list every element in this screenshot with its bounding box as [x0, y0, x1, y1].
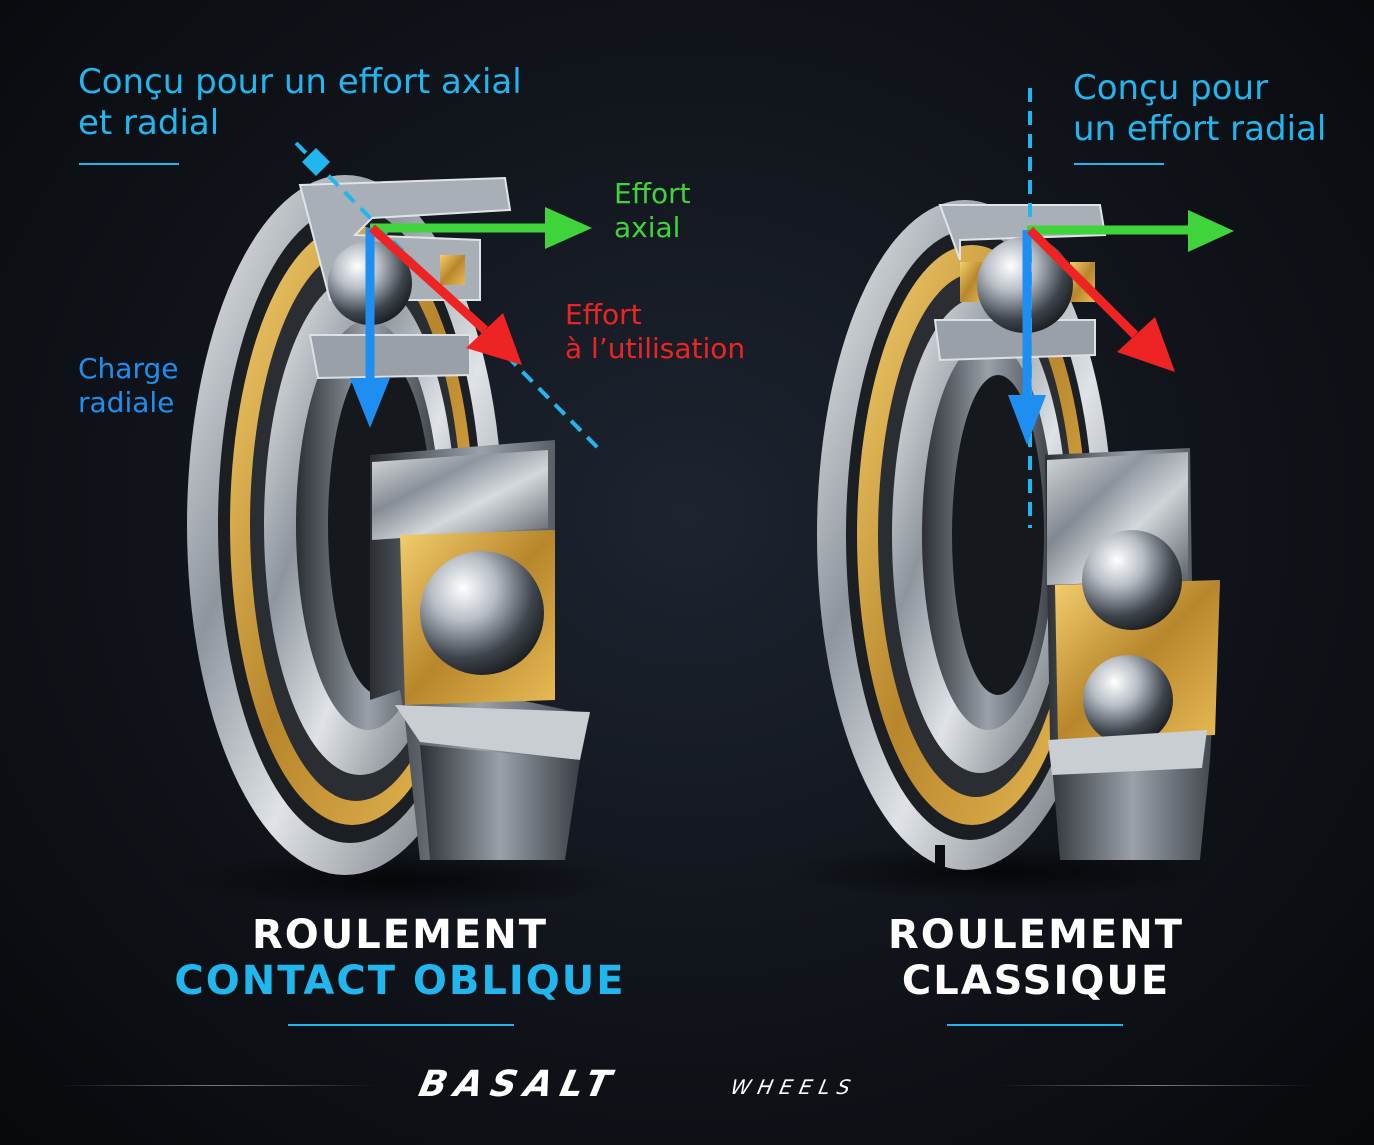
- right-heading: Conçu pour un effort radial: [1073, 68, 1326, 150]
- right-force-arrows: [1008, 88, 1234, 528]
- left-heading-underline: [79, 163, 179, 165]
- right-heading-line-2: un effort radial: [1073, 108, 1327, 149]
- use-force-label-line-1: Effort: [565, 298, 642, 331]
- right-name-underline: [947, 1024, 1123, 1026]
- radial-load-label-line-2: radiale: [78, 385, 175, 419]
- right-bearing: [780, 200, 1220, 900]
- right-axial-arrowhead: [1188, 210, 1234, 252]
- left-heading-line-1: Conçu pour un effort axial: [78, 62, 522, 102]
- right-heading-line-1: Conçu pour: [1073, 68, 1269, 108]
- use-force-label: Effort à l’utilisation: [565, 298, 745, 365]
- left-bearing-name: ROULEMENT CONTACT OBLIQUE: [150, 912, 650, 1004]
- left-radial-arrowhead: [350, 378, 390, 428]
- left-use-arrowhead: [466, 313, 522, 365]
- right-bearing-name-line-2: CLASSIQUE: [901, 958, 1171, 1004]
- left-bearing: [170, 175, 630, 910]
- radial-load-label-line-1: Charge: [78, 352, 179, 385]
- axial-force-label: Effort axial: [614, 177, 691, 244]
- left-force-arrows: [294, 141, 600, 450]
- logo-main-text: BASALT: [418, 1064, 623, 1104]
- left-name-underline: [288, 1024, 514, 1026]
- right-bottom-ball-2: [1083, 655, 1173, 745]
- radial-load-label: Charge radiale: [78, 352, 178, 419]
- right-bearing-name: ROULEMENT CLASSIQUE: [836, 912, 1236, 1004]
- left-bearing-name-line-2: CONTACT OBLIQUE: [174, 958, 626, 1004]
- right-heading-underline: [1074, 163, 1164, 165]
- right-radial-arrowhead: [1008, 395, 1046, 445]
- use-force-label-line-2: à l’utilisation: [565, 331, 746, 365]
- left-axial-arrowhead: [545, 207, 592, 249]
- left-bearing-name-line-1: ROULEMENT: [252, 912, 548, 958]
- left-heading: Conçu pour un effort axial et radial: [78, 62, 522, 144]
- left-contact-marker: [302, 148, 330, 176]
- right-bearing-name-line-1: ROULEMENT: [888, 912, 1184, 958]
- right-bottom-ball-1: [1082, 530, 1182, 630]
- right-use-arrowhead: [1117, 317, 1175, 372]
- left-heading-line-2: et radial: [78, 102, 220, 143]
- footer-divider-right: [996, 1085, 1316, 1086]
- footer-divider-left: [58, 1085, 378, 1086]
- axial-force-label-line-1: Effort: [614, 177, 691, 210]
- axial-force-label-line-2: axial: [614, 210, 681, 244]
- left-bearing-shadow: [170, 850, 630, 910]
- basalt-wheels-logo: BASALT WHEELS: [418, 1064, 860, 1104]
- logo-sub-text: WHEELS: [729, 1075, 860, 1099]
- left-bottom-ball: [420, 551, 544, 675]
